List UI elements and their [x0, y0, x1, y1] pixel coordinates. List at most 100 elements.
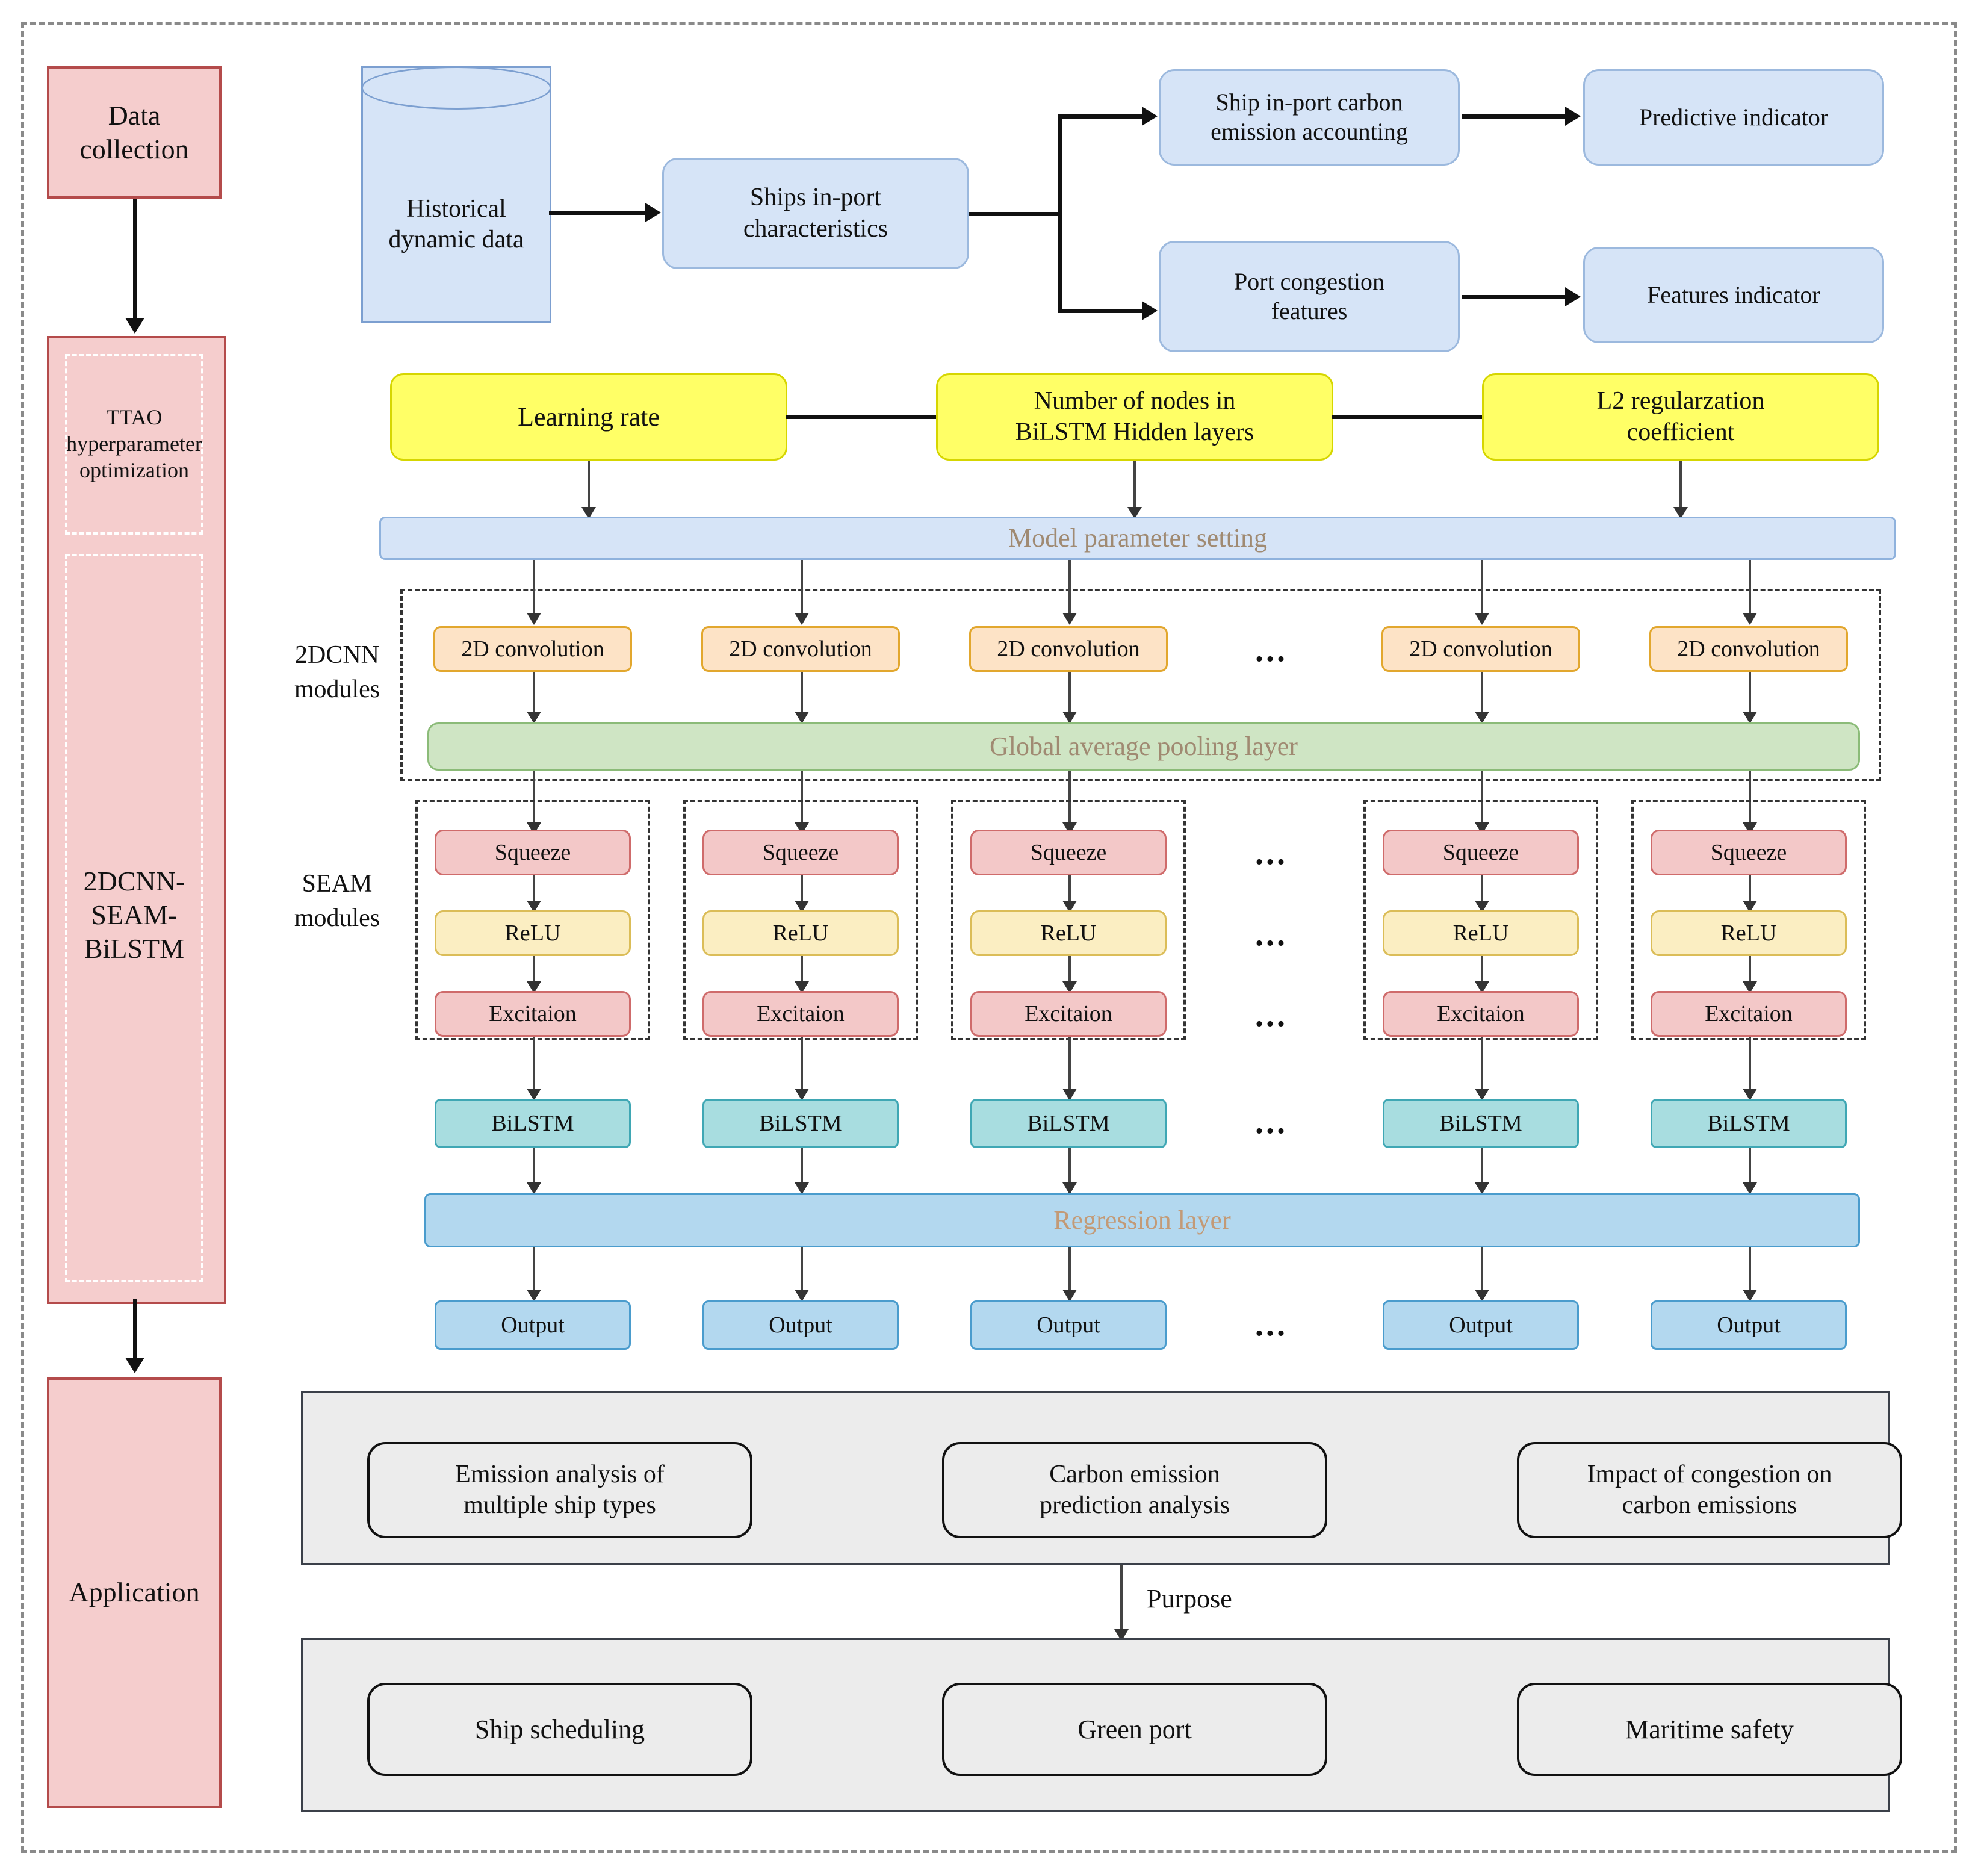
conv-box-3[interactable]: 2D convolution [969, 626, 1168, 672]
squeeze-label-3: Squeeze [1030, 839, 1107, 865]
carbon-accounting-label: Ship in-port carbon emission accounting [1211, 89, 1408, 145]
output-box-4[interactable]: Output [1383, 1300, 1579, 1350]
relu-label-2: ReLU [772, 920, 829, 946]
hyperparam-nodes[interactable]: Number of nodes in BiLSTM Hidden layers [936, 373, 1333, 461]
global-average-pooling-bar[interactable]: Global average pooling layer [427, 722, 1860, 771]
purpose-item-1[interactable]: Ship scheduling [367, 1683, 752, 1776]
relu-box-3[interactable]: ReLU [970, 910, 1167, 956]
bilstm-box-5[interactable]: BiLSTM [1651, 1099, 1847, 1148]
excitation-box-3[interactable]: Excitaion [970, 991, 1167, 1037]
arrowhead-l2-down [1673, 507, 1688, 519]
bilstm-box-2[interactable]: BiLSTM [702, 1099, 899, 1148]
connector-relu-exc-3 [1068, 956, 1071, 992]
output-box-2[interactable]: Output [702, 1300, 899, 1350]
output-row-ellipsis: ... [1255, 1306, 1288, 1343]
connector-char-split-vertical [1058, 114, 1062, 313]
arrowhead-db-to-char [645, 203, 661, 222]
connector-bilstm-reg-1 [533, 1148, 535, 1193]
excitation-box-2[interactable]: Excitaion [702, 991, 899, 1037]
connector-nodes-down [1133, 461, 1136, 518]
arrowhead-char-to-congestion [1142, 301, 1158, 320]
bilstm-box-3[interactable]: BiLSTM [970, 1099, 1167, 1148]
rail-model-box[interactable]: 2DCNN- SEAM- BiLSTM [53, 843, 215, 987]
analysis-item-3[interactable]: Impact of congestion on carbon emissions [1517, 1442, 1902, 1538]
squeeze-box-3[interactable]: Squeeze [970, 830, 1167, 875]
purpose-item-2[interactable]: Green port [942, 1683, 1327, 1776]
connector-conv-to-pool-3 [1068, 672, 1071, 723]
arrowhead-relu-exc-4 [1475, 981, 1489, 993]
arrowhead-bar-to-conv-3 [1062, 613, 1077, 625]
ships-characteristics-box[interactable]: Ships in-port characteristics [662, 158, 969, 269]
arrowhead-reg-out-5 [1743, 1290, 1757, 1302]
connector-relu-exc-1 [533, 956, 535, 992]
squeeze-box-4[interactable]: Squeeze [1383, 830, 1579, 875]
bilstm-label-5: BiLSTM [1707, 1110, 1790, 1136]
connector-reg-out-1 [533, 1247, 535, 1300]
database-cylinder[interactable]: Historical dynamic data [361, 66, 551, 323]
conv-box-5[interactable]: 2D convolution [1649, 626, 1848, 672]
arrowhead-conv-to-pool-5 [1743, 712, 1757, 724]
arrowhead-relu-exc-1 [527, 981, 541, 993]
port-congestion-box[interactable]: Port congestion features [1159, 241, 1460, 352]
squeeze-box-5[interactable]: Squeeze [1651, 830, 1847, 875]
model-parameter-setting-bar[interactable]: Model parameter setting [379, 517, 1896, 560]
excitation-row-ellipsis: ... [1255, 996, 1288, 1034]
hyperparam-learning-rate[interactable]: Learning rate [390, 373, 787, 461]
conv-box-1[interactable]: 2D convolution [433, 626, 632, 672]
features-indicator-box[interactable]: Features indicator [1583, 247, 1884, 343]
output-label-4: Output [1449, 1312, 1513, 1338]
database-label-wrap: Historical dynamic data [363, 134, 550, 315]
outer-dashed-frame [21, 22, 1957, 1853]
purpose-item-1-label: Ship scheduling [474, 1714, 645, 1744]
bilstm-label-4: BiLSTM [1439, 1110, 1522, 1136]
output-box-1[interactable]: Output [435, 1300, 631, 1350]
relu-box-5[interactable]: ReLU [1651, 910, 1847, 956]
model-parameter-setting-label: Model parameter setting [1008, 523, 1268, 553]
conv-box-2[interactable]: 2D convolution [701, 626, 900, 672]
predictive-indicator-box[interactable]: Predictive indicator [1583, 69, 1884, 166]
squeeze-box-2[interactable]: Squeeze [702, 830, 899, 875]
connector-bar-to-conv-2 [801, 560, 803, 623]
excitation-box-5[interactable]: Excitaion [1651, 991, 1847, 1037]
output-box-5[interactable]: Output [1651, 1300, 1847, 1350]
analysis-item-2-label: Carbon emission prediction analysis [1039, 1460, 1230, 1519]
features-indicator-label: Features indicator [1647, 281, 1820, 308]
carbon-accounting-box[interactable]: Ship in-port carbon emission accounting [1159, 69, 1460, 166]
excitation-box-1[interactable]: Excitaion [435, 991, 631, 1037]
regression-layer-bar[interactable]: Regression layer [424, 1193, 1860, 1247]
arrowhead-conv-to-pool-3 [1062, 712, 1077, 724]
bilstm-box-4[interactable]: BiLSTM [1383, 1099, 1579, 1148]
arrowhead-accounting-to-predictive [1565, 107, 1581, 126]
conv-label-2: 2D convolution [729, 636, 872, 662]
hyperparam-l2[interactable]: L2 regularzation coefficient [1482, 373, 1879, 461]
rail-data-collection[interactable]: Data collection [47, 66, 222, 199]
purpose-item-3[interactable]: Maritime safety [1517, 1683, 1902, 1776]
analysis-item-1[interactable]: Emission analysis of multiple ship types [367, 1442, 752, 1538]
arrowhead-relu-exc-3 [1062, 981, 1077, 993]
excitation-box-4[interactable]: Excitaion [1383, 991, 1579, 1037]
output-label-5: Output [1717, 1312, 1781, 1338]
port-congestion-label: Port congestion features [1234, 267, 1384, 325]
bilstm-box-1[interactable]: BiLSTM [435, 1099, 631, 1148]
conv-box-4[interactable]: 2D convolution [1381, 626, 1580, 672]
squeeze-box-1[interactable]: Squeeze [435, 830, 631, 875]
l2-label: L2 regularzation coefficient [1596, 387, 1765, 446]
excitation-label-5: Excitaion [1705, 1001, 1793, 1027]
rail-ttao-box[interactable]: TTAO hyperparameter optimization [53, 354, 215, 535]
purpose-item-3-label: Maritime safety [1625, 1714, 1794, 1744]
connector-reg-out-4 [1481, 1247, 1483, 1300]
rail-application[interactable]: Application [47, 1377, 222, 1808]
output-box-3[interactable]: Output [970, 1300, 1167, 1350]
analysis-item-2[interactable]: Carbon emission prediction analysis [942, 1442, 1327, 1538]
relu-box-1[interactable]: ReLU [435, 910, 631, 956]
arrowhead-bar-to-conv-1 [527, 613, 541, 625]
predictive-indicator-label: Predictive indicator [1639, 103, 1829, 131]
arrowhead-nodes-down [1127, 507, 1142, 519]
arrowhead-reg-out-1 [527, 1290, 541, 1302]
output-label-1: Output [501, 1312, 565, 1338]
relu-box-4[interactable]: ReLU [1383, 910, 1579, 956]
relu-box-2[interactable]: ReLU [702, 910, 899, 956]
analysis-item-1-label: Emission analysis of multiple ship types [455, 1460, 665, 1519]
connector-bilstm-reg-4 [1481, 1148, 1483, 1193]
